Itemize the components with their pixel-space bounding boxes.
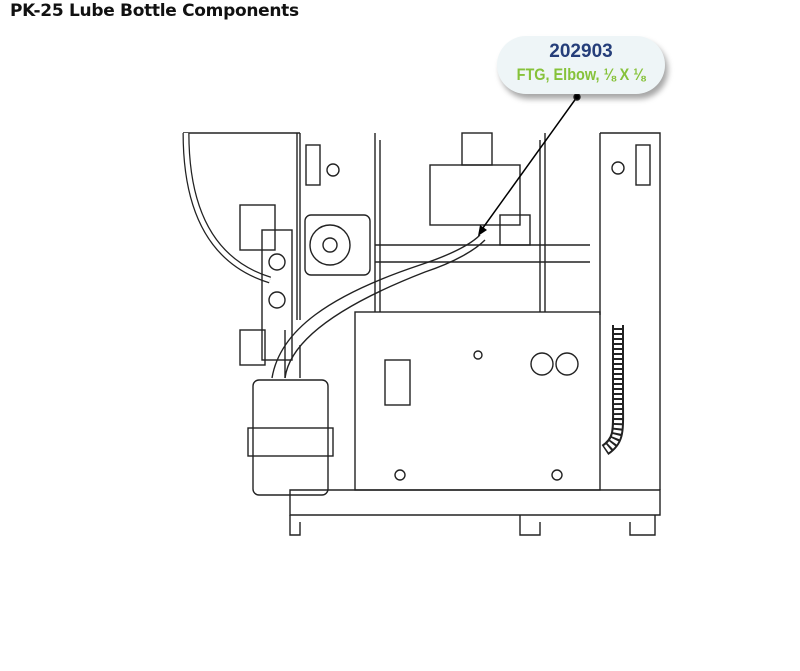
control-box [354, 311, 601, 491]
part-callout: 202903 FTG, Elbow, ⅛ X ⅛ [497, 36, 665, 94]
page-title: PK-25 Lube Bottle Components [10, 1, 299, 21]
base [289, 489, 661, 536]
part-description: FTG, Elbow, ⅛ X ⅛ [516, 65, 646, 84]
hose-left [182, 132, 272, 284]
lube-bottle [247, 379, 334, 496]
corrugated-conduit [601, 325, 625, 455]
tubing [271, 234, 486, 379]
left-valves [239, 204, 293, 366]
callout-leader-arrow [478, 93, 581, 236]
pump [304, 214, 371, 276]
fittings-top [305, 144, 651, 186]
frame [183, 132, 661, 490]
part-number: 202903 [549, 41, 613, 62]
solenoid-block [429, 132, 531, 246]
